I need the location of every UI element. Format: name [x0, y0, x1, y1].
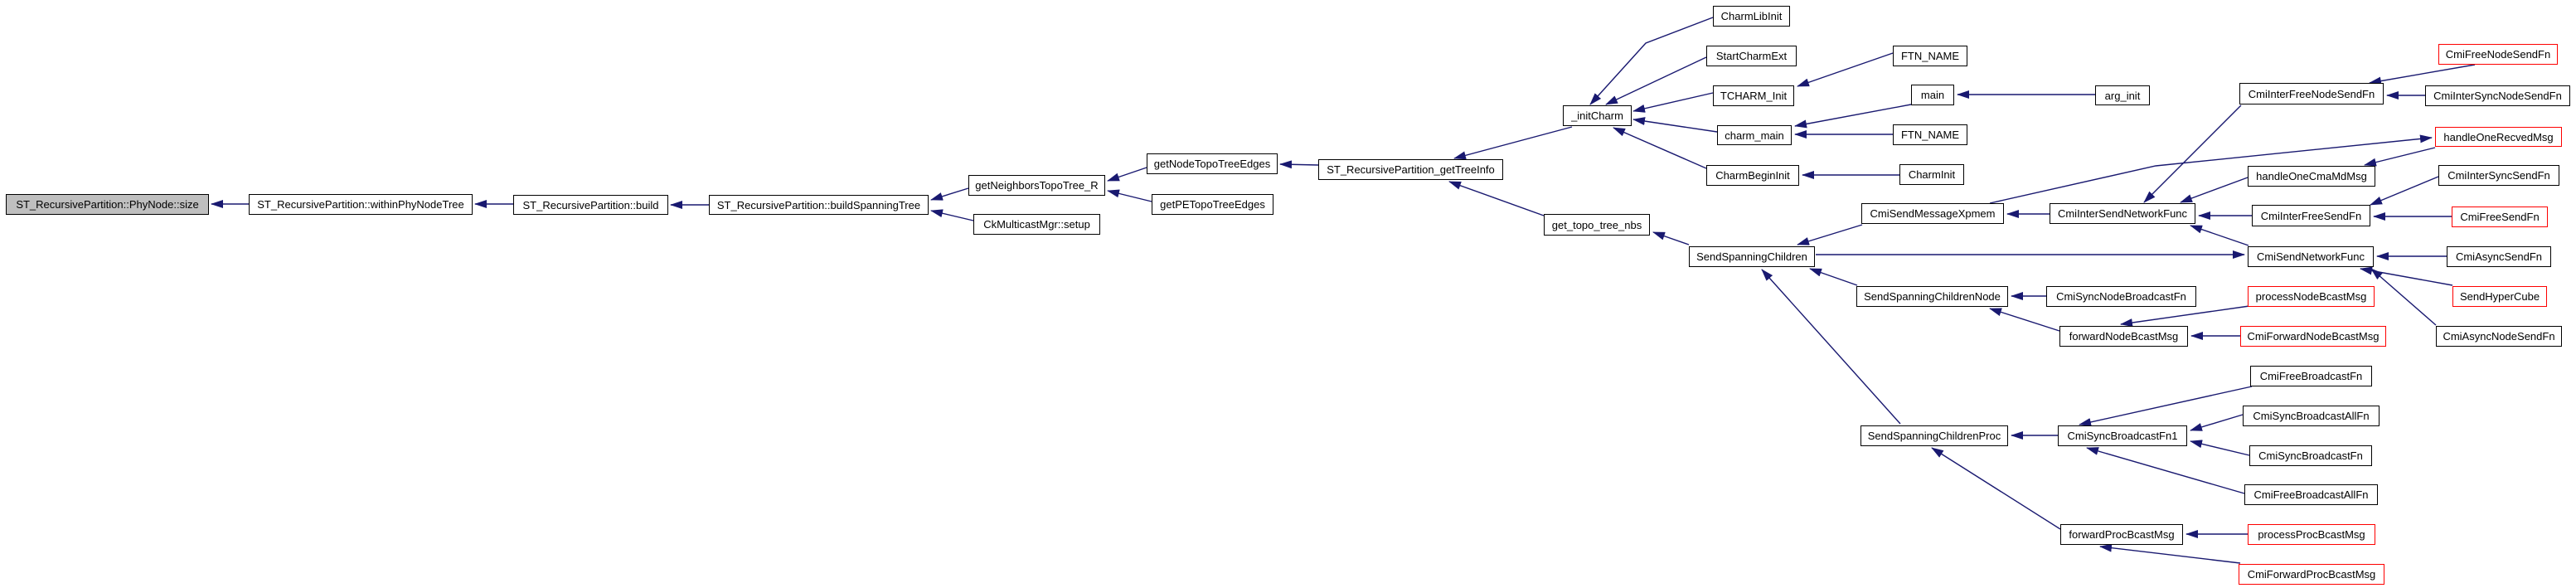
call-edge-processNodeBcastMsg-to-forwardNodeBcastMsg — [2120, 305, 2250, 327]
graph-node-getPETopoTreeEdges[interactable]: getPETopoTreeEdges — [1152, 194, 1273, 215]
call-edge-SendSpanningChildrenNode-to-SendSpanningChildren — [1809, 268, 1858, 286]
graph-node-arg_init[interactable]: arg_init — [2095, 85, 2150, 105]
graph-node-handleOneCmaMdMsg[interactable]: handleOneCmaMdMsg — [2248, 166, 2375, 187]
call-edge-forwardNodeBcastMsg-to-SendSpanningChildrenNode — [1989, 308, 2060, 332]
graph-node-CmiAsyncSendFn[interactable]: CmiAsyncSendFn — [2447, 246, 2551, 267]
graph-node-size[interactable]: ST_RecursivePartition::PhyNode::size — [6, 194, 209, 215]
graph-node-buildSpanningTree[interactable]: ST_RecursivePartition::buildSpanningTree — [709, 195, 929, 215]
graph-node-FTN_NAME_1[interactable]: FTN_NAME — [1893, 46, 1967, 66]
call-edge-CmiSyncBroadcastAllFn-to-CmiSyncBroadcastFn1 — [2190, 414, 2244, 431]
call-edge-SendSpanningChildrenProc-to-SendSpanningChildren — [1761, 269, 1901, 425]
graph-node-CmiForwardNodeBcastMsg[interactable]: CmiForwardNodeBcastMsg — [2240, 326, 2386, 347]
call-edge-charm_main-to-initCharm — [1632, 117, 1718, 133]
graph-node-initCharm[interactable]: _initCharm — [1563, 105, 1632, 126]
graph-node-processNodeBcastMsg[interactable]: processNodeBcastMsg — [2248, 286, 2375, 307]
graph-node-getNeighborsTopoTree_R[interactable]: getNeighborsTopoTree_R — [968, 175, 1105, 196]
graph-node-handleOneRecvedMsg[interactable]: handleOneRecvedMsg — [2435, 127, 2562, 147]
graph-node-CmiSendMessageXpmem[interactable]: CmiSendMessageXpmem — [1861, 203, 2004, 224]
graph-node-CmiSyncBroadcastFn1[interactable]: CmiSyncBroadcastFn1 — [2058, 425, 2187, 446]
graph-node-SendSpanningChildren[interactable]: SendSpanningChildren — [1689, 246, 1815, 267]
call-edge-FTN_NAME_1-to-TCHARM_Init — [1797, 52, 1894, 87]
graph-node-CmiSyncNodeBroadcastFn[interactable]: CmiSyncNodeBroadcastFn — [2046, 286, 2196, 307]
graph-node-FTN_NAME_2[interactable]: FTN_NAME — [1893, 124, 1967, 145]
graph-node-CmiFreeNodeSendFn[interactable]: CmiFreeNodeSendFn — [2438, 44, 2558, 65]
graph-node-charm_main[interactable]: charm_main — [1717, 125, 1792, 145]
graph-node-CharmInit[interactable]: CharmInit — [1899, 164, 1964, 185]
graph-node-CmiInterFreeSendFn[interactable]: CmiInterFreeSendFn — [2252, 205, 2370, 226]
graph-node-withinPhyNodeTree[interactable]: ST_RecursivePartition::withinPhyNodeTree — [249, 194, 473, 215]
call-edge-CmiFreeBroadcastFn-to-CmiSyncBroadcastFn1 — [2079, 386, 2253, 426]
graph-node-CmiInterFreeNodeSendFn[interactable]: CmiInterFreeNodeSendFn — [2239, 83, 2384, 104]
call-edge-StartCharmExt-to-initCharm — [1605, 56, 1707, 105]
call-edge-CmiForwardProcBcastMsg-to-forwardProcBcastMsg — [2099, 543, 2241, 564]
call-edge-initCharm-to-getTreeInfo — [1453, 126, 1573, 160]
call-edge-CmiSendNetworkFunc-to-CmiInterSendNetworkFunc — [2190, 225, 2249, 246]
graph-node-CmiForwardProcBcastMsg[interactable]: CmiForwardProcBcastMsg — [2239, 564, 2384, 585]
graph-node-CmiSendNetworkFunc[interactable]: CmiSendNetworkFunc — [2248, 246, 2374, 267]
graph-node-CmiAsyncNodeSendFn[interactable]: CmiAsyncNodeSendFn — [2436, 326, 2562, 347]
graph-node-CmiSyncBroadcastFn[interactable]: CmiSyncBroadcastFn — [2249, 445, 2372, 466]
call-edge-getTreeInfo-to-getNodeTopoTreeEdges — [1279, 160, 1319, 169]
graph-node-CmiInterSyncNodeSendFn[interactable]: CmiInterSyncNodeSendFn — [2425, 85, 2570, 106]
graph-node-SendSpanningChildrenNode[interactable]: SendSpanningChildrenNode — [1856, 286, 2008, 307]
graph-node-CkMulticastMgr_setup[interactable]: CkMulticastMgr::setup — [973, 214, 1100, 235]
call-edge-CmiSendMessageXpmem-to-handleOneRecvedMsg — [1989, 134, 2433, 204]
graph-node-getTreeInfo[interactable]: ST_RecursivePartition_getTreeInfo — [1318, 159, 1503, 180]
graph-node-CmiFreeBroadcastFn[interactable]: CmiFreeBroadcastFn — [2250, 366, 2372, 386]
call-edge-CmiSendMessageXpmem-to-SendSpanningChildren — [1797, 224, 1863, 245]
call-edge-CmiSyncBroadcastFn-to-CmiSyncBroadcastFn1 — [2190, 440, 2250, 456]
call-edge-CmiInterFreeNodeSendFn-to-CmiInterSendNetworkFunc — [2143, 104, 2242, 203]
call-edge-CharmLibInit-to-initCharm — [1589, 17, 1714, 105]
graph-node-CmiSyncBroadcastAllFn[interactable]: CmiSyncBroadcastAllFn — [2243, 406, 2380, 426]
call-edge-main-to-charm_main — [1794, 104, 1912, 129]
graph-node-CmiFreeSendFn[interactable]: CmiFreeSendFn — [2452, 207, 2548, 227]
graph-node-CmiFreeBroadcastAllFn[interactable]: CmiFreeBroadcastAllFn — [2244, 484, 2378, 505]
graph-node-main[interactable]: main — [1911, 85, 1954, 105]
graph-node-TCHARM_Init[interactable]: TCHARM_Init — [1713, 85, 1794, 106]
graph-node-forwardProcBcastMsg[interactable]: forwardProcBcastMsg — [2060, 524, 2183, 545]
call-edge-CmiFreeNodeSendFn-to-CmiInterFreeNodeSendFn — [2369, 64, 2476, 85]
graph-node-StartCharmExt[interactable]: StartCharmExt — [1706, 46, 1797, 66]
call-edge-CmiInterSyncSendFn-to-CmiInterFreeSendFn — [2370, 176, 2439, 206]
graph-node-processProcBcastMsg[interactable]: processProcBcastMsg — [2248, 524, 2375, 545]
call-edge-handleOneRecvedMsg-to-handleOneCmaMdMsg — [2364, 147, 2436, 167]
call-edge-forwardProcBcastMsg-to-SendSpanningChildrenProc — [1931, 447, 2061, 530]
graph-node-CharmLibInit[interactable]: CharmLibInit — [1713, 6, 1790, 27]
call-edge-CharmBeginInit-to-initCharm — [1613, 127, 1707, 169]
call-edge-getNeighborsTopoTree_R-to-buildSpanningTree — [930, 187, 969, 201]
call-edge-getPETopoTreeEdges-to-getNeighborsTopoTree_R — [1107, 189, 1152, 202]
graph-node-get_topo_tree_nbs[interactable]: get_topo_tree_nbs — [1544, 214, 1650, 236]
graph-node-SendHyperCube[interactable]: SendHyperCube — [2452, 286, 2547, 307]
call-edge-SendSpanningChildren-to-get_topo_tree_nbs — [1652, 231, 1690, 245]
call-edge-handleOneCmaMdMsg-to-CmiInterSendNetworkFunc — [2180, 177, 2249, 203]
call-edge-CkMulticastMgr_setup-to-buildSpanningTree — [930, 209, 974, 221]
call-edge-get_topo_tree_nbs-to-getTreeInfo — [1448, 181, 1545, 216]
graph-node-CmiInterSendNetworkFunc[interactable]: CmiInterSendNetworkFunc — [2050, 203, 2195, 224]
call-edge-getNodeTopoTreeEdges-to-getNeighborsTopoTree_R — [1107, 167, 1147, 182]
graph-node-build[interactable]: ST_RecursivePartition::build — [513, 195, 668, 215]
call-edge-CmiFreeBroadcastAllFn-to-CmiSyncBroadcastFn1 — [2086, 447, 2245, 494]
graph-node-CharmBeginInit[interactable]: CharmBeginInit — [1706, 165, 1799, 186]
call-edge-CmiAsyncNodeSendFn-to-CmiSendNetworkFunc — [2370, 268, 2437, 326]
graph-node-forwardNodeBcastMsg[interactable]: forwardNodeBcastMsg — [2059, 326, 2188, 347]
graph-node-SendSpanningChildrenProc[interactable]: SendSpanningChildrenProc — [1860, 425, 2008, 446]
graph-node-CmiInterSyncSendFn[interactable]: CmiInterSyncSendFn — [2438, 165, 2559, 186]
call-edge-TCHARM_Init-to-initCharm — [1632, 92, 1714, 113]
graph-node-getNodeTopoTreeEdges[interactable]: getNodeTopoTreeEdges — [1147, 153, 1278, 174]
